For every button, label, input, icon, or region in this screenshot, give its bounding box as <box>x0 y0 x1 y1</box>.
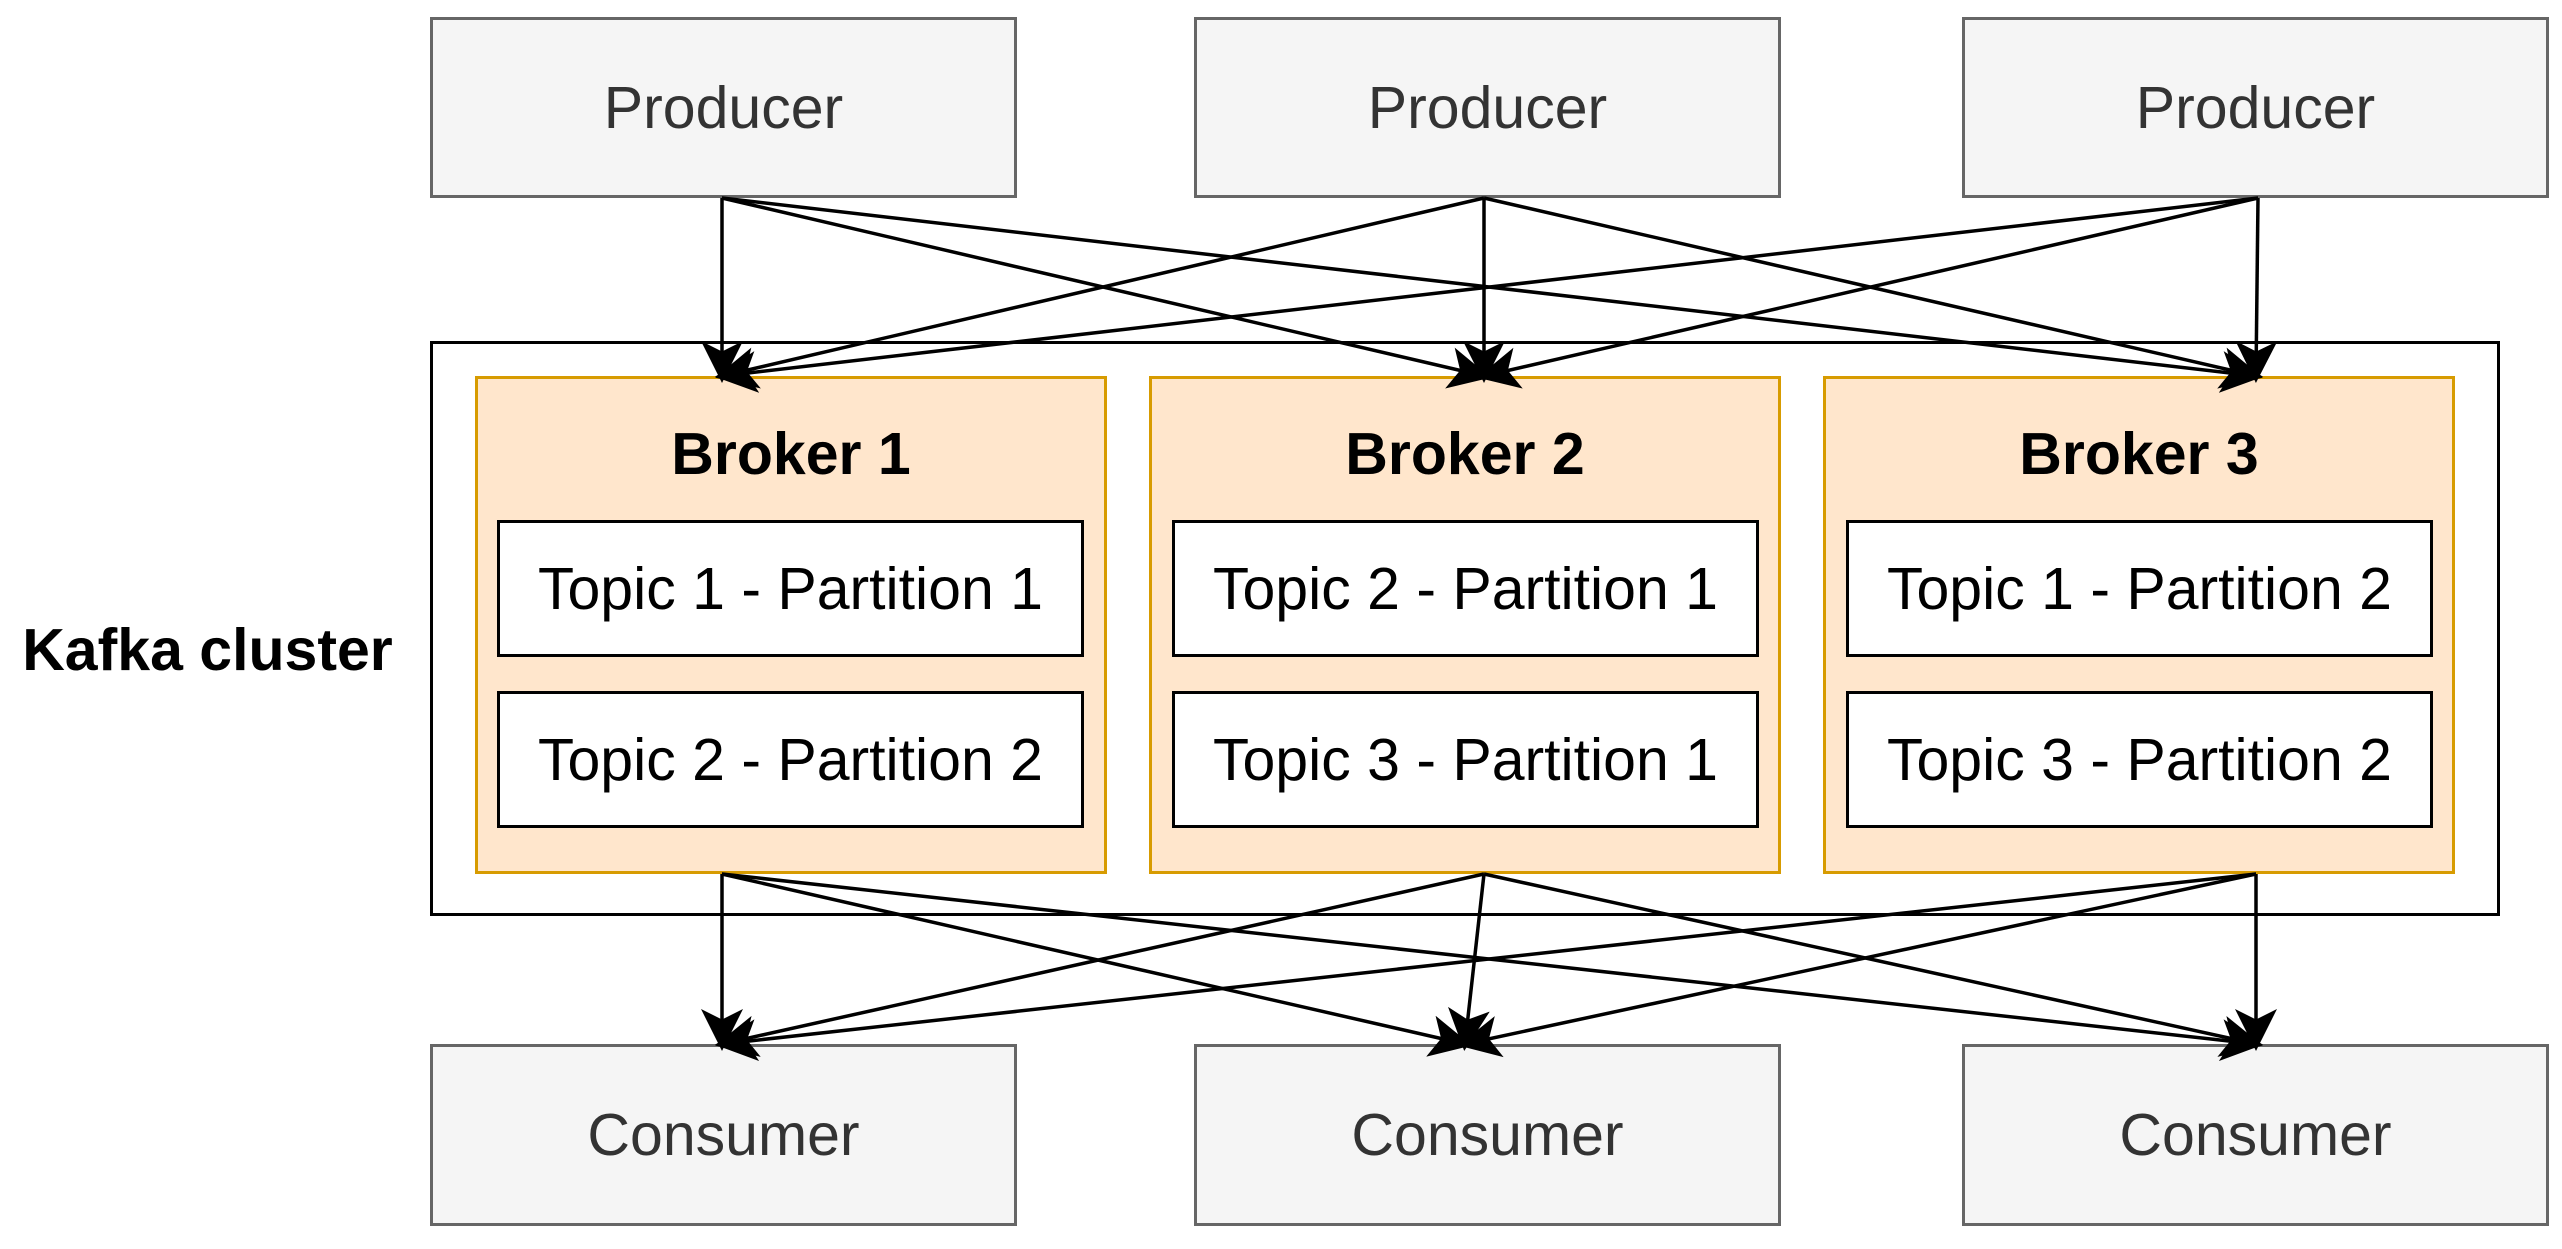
partition-label: Topic 2 - Partition 2 <box>537 726 1043 793</box>
producer-box-2: Producer <box>1194 17 1781 198</box>
consumer-box-1: Consumer <box>430 1044 1017 1226</box>
broker-title: Broker 3 <box>2019 421 2259 487</box>
producer-box-1: Producer <box>430 17 1017 198</box>
partition-label: Topic 1 - Partition 1 <box>537 555 1043 622</box>
consumer-box-3: Consumer <box>1962 1044 2549 1226</box>
consumer-label: Consumer <box>1351 1102 1624 1168</box>
partition-box: Topic 1 - Partition 1 <box>497 520 1084 657</box>
partition-label: Topic 1 - Partition 2 <box>1886 555 2392 622</box>
producer-label: Producer <box>603 74 844 141</box>
partition-box: Topic 3 - Partition 2 <box>1846 691 2433 828</box>
consumer-label: Consumer <box>2119 1102 2392 1168</box>
broker-title: Broker 2 <box>1345 421 1585 487</box>
partition-box: Topic 1 - Partition 2 <box>1846 520 2433 657</box>
partition-box: Topic 2 - Partition 2 <box>497 691 1084 828</box>
broker-title: Broker 1 <box>671 421 911 487</box>
partition-label: Topic 3 - Partition 2 <box>1886 726 2392 793</box>
partition-box: Topic 3 - Partition 1 <box>1172 691 1759 828</box>
cluster-label: Kafka cluster <box>22 617 393 683</box>
consumer-label: Consumer <box>587 1102 860 1168</box>
partition-label: Topic 3 - Partition 1 <box>1212 726 1718 793</box>
producer-label: Producer <box>1367 74 1608 141</box>
producer-label: Producer <box>2135 74 2376 141</box>
partition-box: Topic 2 - Partition 1 <box>1172 520 1759 657</box>
partition-label: Topic 2 - Partition 1 <box>1212 555 1718 622</box>
producer-box-3: Producer <box>1962 17 2549 198</box>
consumer-box-2: Consumer <box>1194 1044 1781 1226</box>
